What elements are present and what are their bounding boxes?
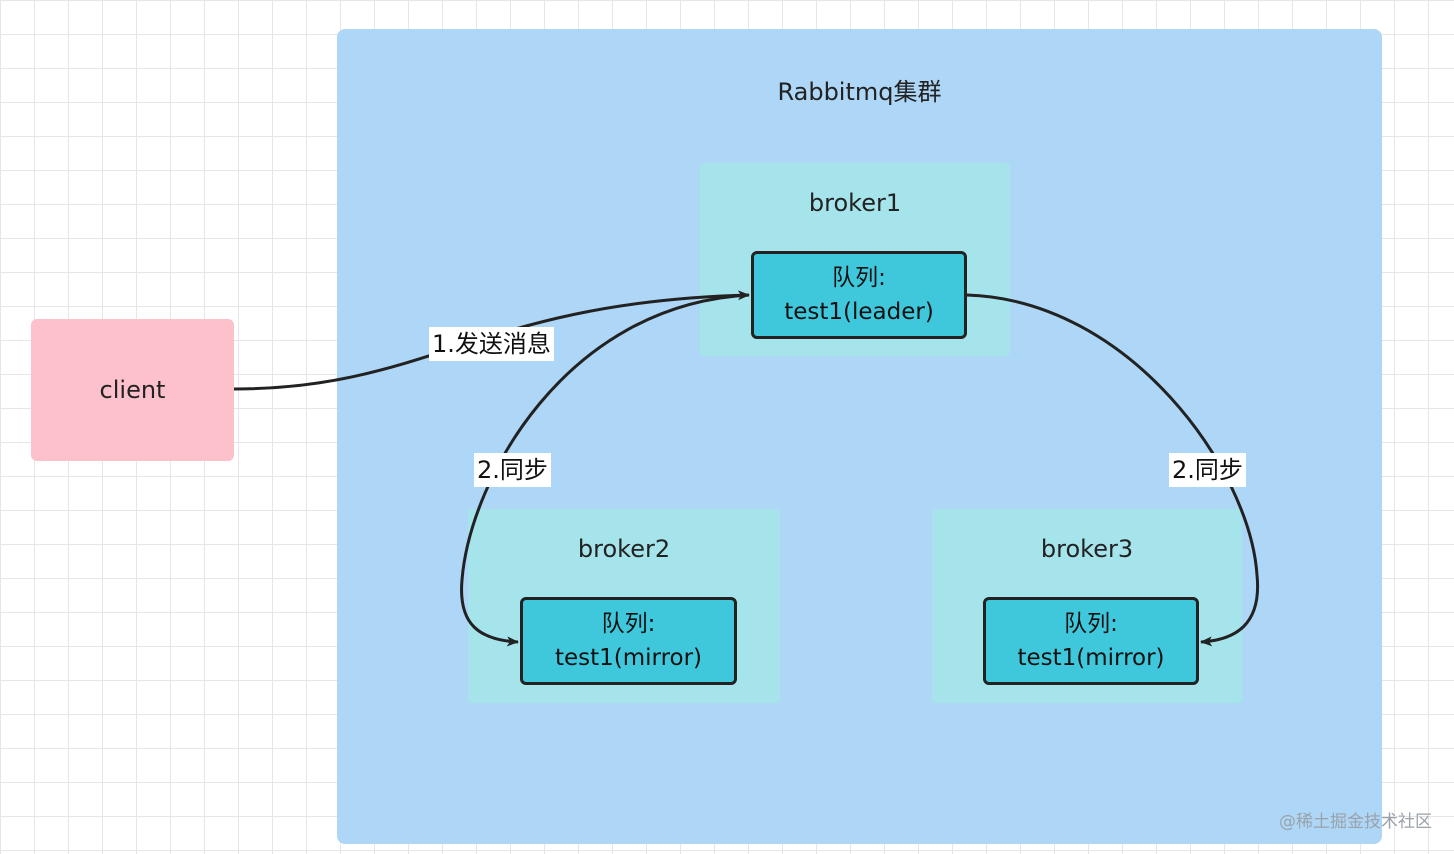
broker1-queue: 队列: test1(leader) — [751, 251, 967, 339]
broker1-label: broker1 — [808, 189, 902, 217]
edge-label-sync-right: 2.同步 — [1169, 453, 1246, 487]
cluster-title: Rabbitmq集群 — [777, 78, 942, 106]
client-label: client — [99, 376, 166, 404]
broker3-label: broker3 — [1040, 535, 1134, 563]
broker2-label: broker2 — [577, 535, 671, 563]
broker2-queue: 队列: test1(mirror) — [520, 597, 737, 685]
broker1-queue-title: 队列: — [832, 265, 886, 291]
edge-label-sync-left: 2.同步 — [474, 453, 551, 487]
edge-sync-left — [460, 293, 750, 647]
broker2-queue-title: 队列: — [601, 611, 656, 637]
broker3-queue: 队列: test1(mirror) — [983, 597, 1199, 685]
broker2-queue-name: test1(mirror) — [554, 645, 703, 671]
broker1-queue-name: test1(leader) — [784, 299, 934, 325]
client-node: client — [31, 319, 234, 461]
broker3-queue-name: test1(mirror) — [1017, 645, 1165, 671]
edge-label-send-message: 1.发送消息 — [429, 327, 554, 361]
watermark: @稀土掘金技术社区 — [1279, 812, 1432, 832]
edge-sync-right — [966, 293, 1260, 647]
broker3-queue-title: 队列: — [1064, 611, 1118, 637]
